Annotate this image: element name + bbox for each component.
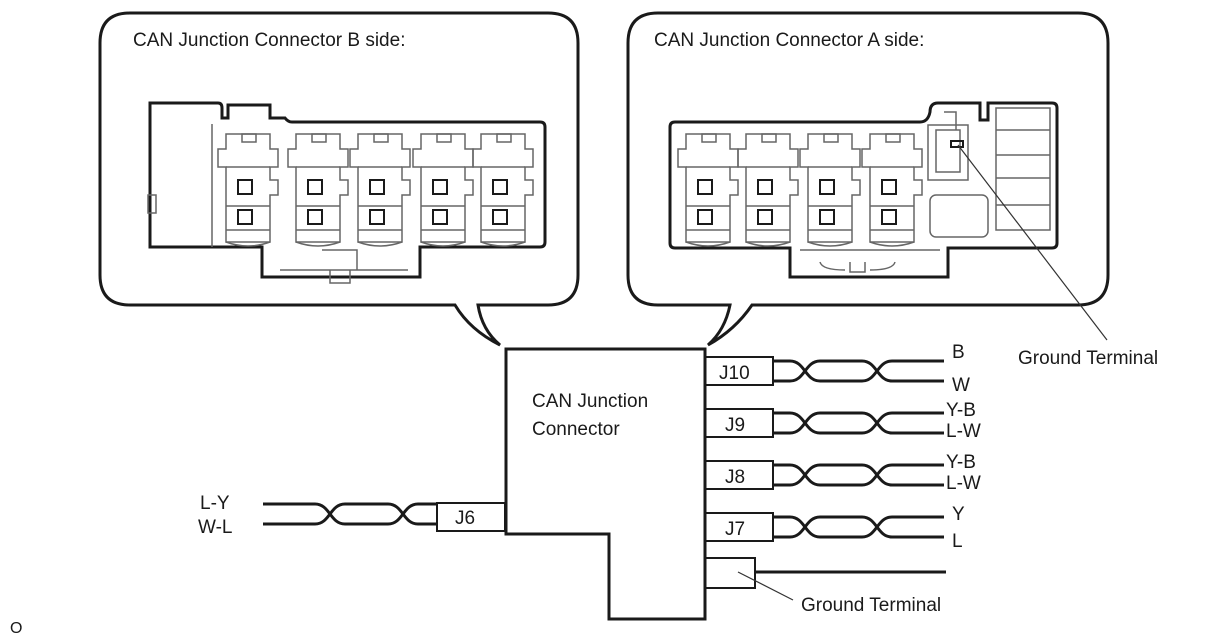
port-j10: J10 BW [704,342,970,396]
junction-label-line2: Connector [532,419,620,440]
terminal-pin [697,209,713,225]
terminal-pin [697,179,713,195]
callout-b-title: CAN Junction Connector B side: [133,30,405,51]
terminal-pin [307,209,323,225]
terminal-pin [307,179,323,195]
terminal-cavity [799,133,861,247]
wire [773,411,944,435]
wire [773,515,944,539]
terminal-pin [757,209,773,225]
junction-body [504,347,707,621]
terminal-cavity [737,133,799,247]
terminal-cavity [472,133,534,247]
wire [773,359,944,383]
wire [773,463,944,487]
port-label: J7 [725,519,745,540]
terminal-pin [369,179,385,195]
terminal-pin [369,209,385,225]
wire-label-w-l: W-L [198,517,232,538]
connector-a-drawing [668,101,1059,279]
port-j6-label: J6 [455,508,475,529]
terminal-cavity [677,133,739,247]
terminal-cavity [349,133,411,247]
port-label: J8 [725,467,745,488]
ground-label: Ground Terminal [801,595,941,616]
wire-label: Y-B [946,452,976,473]
port-j7: J7 YL [704,504,965,552]
wire-label: Y-B [946,400,976,421]
terminal-pin [881,209,897,225]
terminal-cavity [287,133,349,247]
wire-label: L [952,531,963,552]
port-label: J10 [719,363,750,384]
terminal-pin [819,179,835,195]
terminal-pin [881,179,897,195]
wire-label-l-y: L-Y [200,493,230,514]
wire [773,515,944,539]
terminal-cavity [861,133,923,247]
wire [773,463,944,487]
terminal-pin [492,179,508,195]
wire-label: L-W [946,473,981,494]
terminal-pin [757,179,773,195]
port-label: J9 [725,415,745,436]
port-j9: J9 Y-BL-W [704,400,981,442]
terminal-pin [237,209,253,225]
callout-a-side: CAN Junction Connector A side: Ground Te… [626,11,1158,369]
junction-label-line1: CAN Junction [532,391,648,412]
wire [773,359,944,383]
terminal-pin [432,179,448,195]
port-j8: J8 Y-BL-W [704,452,981,494]
terminal-cavity [412,133,474,247]
wire-label: Y [952,504,965,525]
terminal-pin [819,209,835,225]
wire-label: W [952,375,970,396]
callout-a-title: CAN Junction Connector A side: [654,30,924,51]
connector-b-drawing [147,101,547,284]
ground-label-a: Ground Terminal [1018,348,1158,369]
terminal-cavity [217,133,279,247]
wire-label: B [952,342,965,363]
port-j6: J6 L-Y W-L [198,493,506,538]
corner-mark: O [10,620,22,637]
terminal-pin [432,209,448,225]
terminal-pin [492,209,508,225]
terminal-pin [237,179,253,195]
wire-label: L-W [946,421,981,442]
ground-terminal: Ground Terminal [704,557,946,616]
ground-terminal-pin [950,140,964,148]
callout-b-side: CAN Junction Connector B side: [98,11,580,347]
wire [773,411,944,435]
ground-leader-line-a [957,144,1108,341]
